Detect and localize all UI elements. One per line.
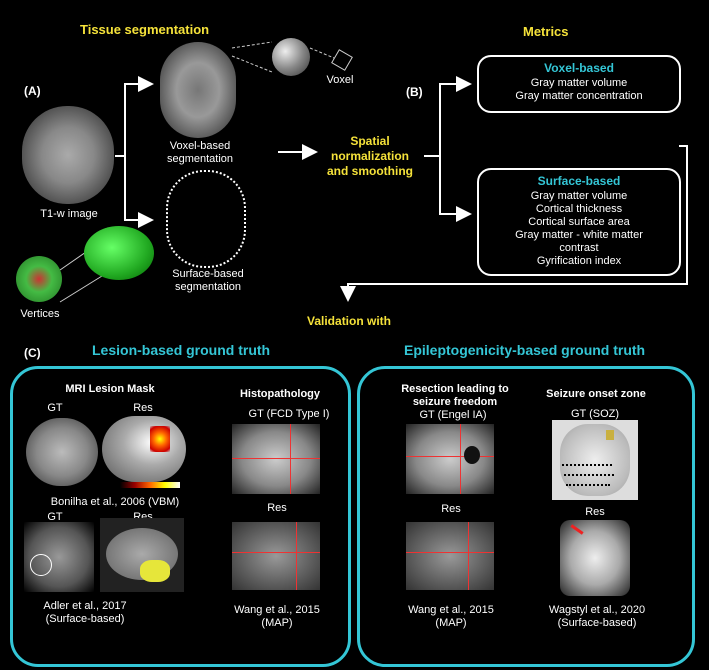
- label-c: (C): [24, 346, 41, 360]
- surface-metric-item: Cortical thickness: [535, 203, 623, 215]
- wang-caption: Wang et al., 2015 (MAP): [234, 604, 320, 629]
- bonilha-res-image: [102, 416, 186, 482]
- voxel-sphere-image: [272, 38, 310, 76]
- adler-gt-image: [24, 522, 94, 592]
- voxel-label: Voxel: [326, 74, 354, 86]
- branch-line-a: [115, 76, 154, 157]
- soz-res-image: [560, 520, 630, 596]
- colorbar: [120, 482, 180, 488]
- surface-segmentation-image: [166, 170, 246, 268]
- branch-line-a-lower: [124, 156, 154, 228]
- lesion-title: Lesion-based ground truth: [92, 342, 271, 358]
- validation-line: [340, 145, 688, 302]
- gt-label: GT: [47, 511, 63, 523]
- res-label: Res: [585, 506, 605, 518]
- label-a: (A): [24, 84, 41, 98]
- branch-line-b: [424, 76, 472, 157]
- surface-metric-item: Gyrification index: [536, 255, 622, 267]
- voxel-metrics-title: Voxel-based: [544, 61, 614, 75]
- surface-metrics-box: Surface-based Gray matter volume Cortica…: [477, 168, 681, 276]
- surface-metric-item: Gray matter volume: [530, 190, 628, 202]
- bonilha-caption: Bonilha et al., 2006 (VBM): [50, 496, 180, 508]
- res-label: Res: [441, 503, 461, 515]
- voxel-metrics-box: Voxel-based Gray matter volume Gray matt…: [477, 55, 681, 113]
- resection-title: Resection leading to seizure freedom: [401, 383, 509, 408]
- adler-caption: Adler et al., 2017 (Surface-based): [43, 600, 127, 625]
- surface-metric-item: Gray matter - white matter: [515, 229, 643, 241]
- mri-lesion-mask-title: MRI Lesion Mask: [65, 383, 155, 395]
- adler-res-image: [100, 518, 184, 592]
- wagstyl-caption: Wagstyl et al., 2020 (Surface-based): [548, 604, 646, 629]
- res-label: Res: [267, 502, 287, 514]
- branch-line-b-lower: [439, 156, 472, 222]
- surface-seg-label: Surface-based segmentation: [172, 268, 244, 293]
- wang-caption: Wang et al., 2015 (MAP): [408, 604, 494, 629]
- voxel-segmentation-image: [160, 42, 236, 138]
- voxel-seg-label: Voxel-based segmentation: [166, 140, 234, 165]
- label-b: (B): [406, 85, 423, 99]
- gt-fcd-label: GT (FCD Type I): [248, 408, 330, 420]
- surface-metric-item: contrast: [559, 242, 599, 254]
- voxel-metric-item: Gray matter volume: [530, 77, 628, 89]
- vertices-label: Vertices: [20, 308, 60, 320]
- green-brain-image: [84, 226, 154, 280]
- histopathology-title: Histopathology: [239, 388, 321, 400]
- histopathology-gt-image: [232, 424, 320, 494]
- tissue-segmentation-title: Tissue segmentation: [80, 22, 210, 37]
- gt-label: GT: [47, 402, 63, 414]
- metrics-title: Metrics: [523, 24, 569, 39]
- bonilha-gt-image: [26, 418, 98, 486]
- spatial-normalization-label: Spatial normalization and smoothing: [327, 134, 413, 178]
- surface-metrics-title: Surface-based: [537, 174, 621, 188]
- t1w-label: T1-w image: [40, 208, 98, 220]
- histopathology-res-image: [232, 522, 320, 590]
- lesion-panel: [10, 366, 351, 667]
- resection-res-image: [406, 522, 494, 590]
- epilepto-title: Epileptogenicity-based ground truth: [404, 342, 646, 358]
- gt-soz-label: GT (SOZ): [570, 408, 620, 420]
- resection-gt-image: [406, 424, 494, 494]
- epilepto-panel: [357, 366, 695, 667]
- t1w-brain-image: [22, 106, 114, 204]
- soz-title: Seizure onset zone: [546, 388, 646, 400]
- vertices-zoom-image: [16, 256, 62, 302]
- voxel-metric-item: Gray matter concentration: [515, 90, 643, 102]
- res-label: Res: [133, 402, 153, 414]
- surface-metric-item: Cortical surface area: [528, 216, 630, 228]
- validation-label: Validation with: [307, 314, 392, 328]
- soz-gt-image: [552, 420, 638, 500]
- gt-engel-label: GT (Engel IA): [419, 409, 487, 421]
